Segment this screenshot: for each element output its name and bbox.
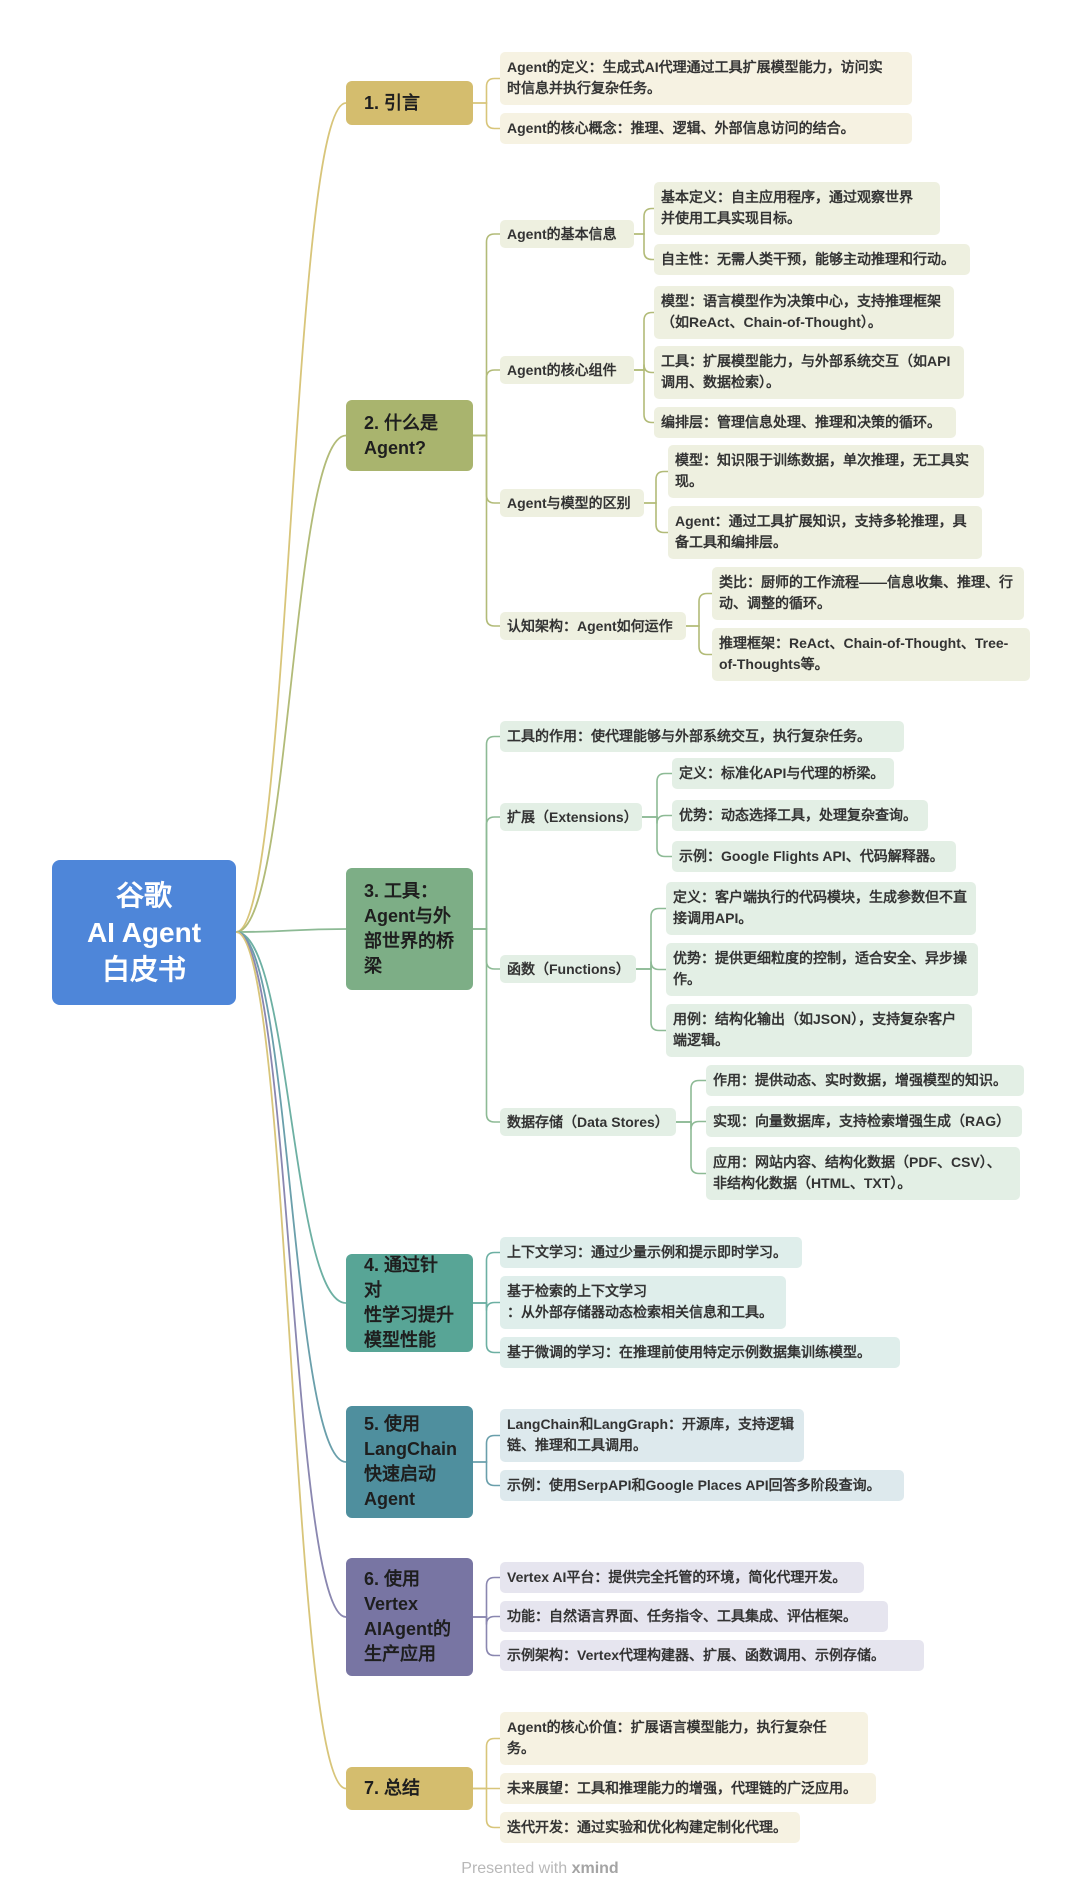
connector-14 [634,233,654,261]
leaf-4-2[interactable]: 基于检索的上下文学习 ：从外部存储器动态检索相关信息和工具。 [500,1276,786,1329]
connector-18 [644,470,668,504]
connector-4 [235,931,347,1463]
leaf-2-3-1[interactable]: 模型：知识限于训练数据，单次推理，无工具实 现。 [668,445,984,498]
connector-1 [235,434,347,933]
connector-34 [676,1121,706,1175]
connector-42 [473,1616,500,1657]
xmind-logo: xmind [571,1860,619,1877]
topic-4[interactable]: 4. 通过针对 性学习提升 模型性能 [346,1254,473,1352]
leaf-3-1-2[interactable]: 优势：动态选择工具，处理复杂查询。 [672,800,928,831]
leaf-3-1-3[interactable]: 示例：Google Flights API、代码解释器。 [672,841,956,872]
subtopic-3-3[interactable]: 数据存储（Data Stores） [500,1108,676,1136]
subtopic-2-4[interactable]: 认知架构：Agent如何运作 [500,612,686,640]
topic-3[interactable]: 3. 工具： Agent与外 部世界的桥 梁 [346,868,473,990]
leaf-6-3[interactable]: 示例架构：Vertex代理构建器、扩展、函数调用、示例存储。 [500,1640,924,1671]
subtopic-2-1[interactable]: Agent的基本信息 [500,220,634,248]
leaf-6-2[interactable]: 功能：自然语言界面、任务指令、工具集成、评估框架。 [500,1601,888,1632]
leaf-2-4-2[interactable]: 推理框架：ReAct、Chain-of-Thought、Tree- of-Tho… [712,628,1030,681]
connector-45 [473,1787,500,1829]
connector-23 [473,816,500,930]
topic-2[interactable]: 2. 什么是 Agent? [346,400,473,471]
connector-39 [473,1461,500,1487]
connector-20 [686,592,712,627]
subtopic-2-2[interactable]: Agent的核心组件 [500,356,634,384]
connector-40 [473,1576,500,1618]
connector-13 [634,207,654,235]
connector-16 [634,364,654,374]
connector-7 [473,77,500,104]
connector-17 [634,369,654,424]
leaf-5-2[interactable]: 示例：使用SerpAPI和Google Places API回答多阶段查询。 [500,1470,904,1501]
topic-1[interactable]: 1. 引言 [346,81,473,125]
connector-12 [473,434,500,627]
leaf-6-1[interactable]: Vertex AI平台：提供完全托管的环境，简化代理开发。 [500,1562,864,1593]
leaf-1-2[interactable]: Agent的核心概念：推理、逻辑、外部信息访问的结合。 [500,113,912,144]
subtopic-3-2[interactable]: 函数（Functions） [500,955,636,983]
connector-15 [634,311,654,371]
connector-25 [473,928,500,1123]
connector-19 [644,502,668,534]
connector-6 [235,931,347,1790]
leaf-4-1[interactable]: 上下文学习：通过少量示例和提示即时学习。 [500,1237,802,1268]
leaf-2-1-1[interactable]: 基本定义：自主应用程序，通过观察世界 并使用工具实现目标。 [654,182,940,235]
leaf-3-3-3[interactable]: 应用：网站内容、结构化数据（PDF、CSV）、 非结构化数据（HTML、TXT）… [706,1147,1020,1200]
leaf-2-1-2[interactable]: 自主性：无需人类干预，能够主动推理和行动。 [654,244,970,275]
connector-28 [642,816,672,858]
connector-32 [676,1079,706,1123]
connector-43 [473,1737,500,1790]
connector-10 [473,369,500,437]
leaf-1-1[interactable]: Agent的定义：生成式AI代理通过工具扩展模型能力，访问实 时信息并执行复杂任… [500,52,912,105]
subtopic-2-3[interactable]: Agent与模型的区别 [500,489,644,517]
leaf-3-3-1[interactable]: 作用：提供动态、实时数据，增强模型的知识。 [706,1065,1024,1096]
connector-26 [642,772,672,818]
connector-29 [636,907,666,970]
leaf-3-2-1[interactable]: 定义：客户端执行的代码模块，生成参数但不直 接调用API。 [666,882,976,935]
connector-31 [636,968,666,1032]
root-topic[interactable]: 谷歌 AI Agent 白皮书 [52,860,236,1005]
topic-5[interactable]: 5. 使用 LangChain 快速启动 Agent [346,1406,473,1518]
leaf-2-3-2[interactable]: Agent：通过工具扩展知识，支持多轮推理，具 备工具和编排层。 [668,506,982,559]
leaf-3-2-2[interactable]: 优势：提供更细粒度的控制，适合安全、异步操 作。 [666,943,978,996]
leaf-7-1[interactable]: Agent的核心价值：扩展语言模型能力，执行复杂任 务。 [500,1712,868,1765]
leaf-4-3[interactable]: 基于微调的学习：在推理前使用特定示例数据集训练模型。 [500,1337,900,1368]
connector-38 [473,1434,500,1463]
connector-21 [686,625,712,656]
leaf-2-2-3[interactable]: 编排层：管理信息处理、推理和决策的循环。 [654,407,956,438]
leaf-3-0[interactable]: 工具的作用：使代理能够与外部系统交互，执行复杂任务。 [500,721,904,752]
topic-6[interactable]: 6. 使用 Vertex AIAgent的 生产应用 [346,1558,473,1676]
subtopic-3-1[interactable]: 扩展（Extensions） [500,803,642,831]
leaf-2-2-1[interactable]: 模型：语言模型作为决策中心，支持推理框架 （如ReAct、Chain-of-Th… [654,286,954,339]
leaf-3-3-2[interactable]: 实现：向量数据库，支持检索增强生成（RAG） [706,1106,1022,1137]
leaf-5-1[interactable]: LangChain和LangGraph：开源库，支持逻辑 链、推理和工具调用。 [500,1409,804,1462]
connector-30 [636,961,666,971]
connector-8 [473,102,500,130]
connector-35 [473,1251,500,1304]
topic-7[interactable]: 7. 总结 [346,1767,473,1810]
connector-9 [473,233,500,437]
leaf-3-2-3[interactable]: 用例：结构化输出（如JSON），支持复杂客户 端逻辑。 [666,1004,972,1057]
connector-37 [473,1302,500,1354]
footer-credit: Presented with xmind [0,1860,1080,1878]
connector-22 [473,735,500,930]
leaf-2-4-1[interactable]: 类比：厨师的工作流程——信息收集、推理、行 动、调整的循环。 [712,567,1024,620]
connector-5 [235,931,347,1618]
footer-prefix: Presented with [461,1860,568,1877]
leaf-2-2-2[interactable]: 工具：扩展模型能力，与外部系统交互（如API 调用、数据检索）。 [654,346,964,399]
leaf-7-2[interactable]: 未来展望：工具和推理能力的增强，代理链的广泛应用。 [500,1773,876,1804]
connector-2 [235,928,347,933]
leaf-7-3[interactable]: 迭代开发：通过实验和优化构建定制化代理。 [500,1812,800,1843]
connector-3 [235,931,347,1304]
connector-0 [235,102,347,933]
leaf-3-1-1[interactable]: 定义：标准化API与代理的桥梁。 [672,758,894,789]
